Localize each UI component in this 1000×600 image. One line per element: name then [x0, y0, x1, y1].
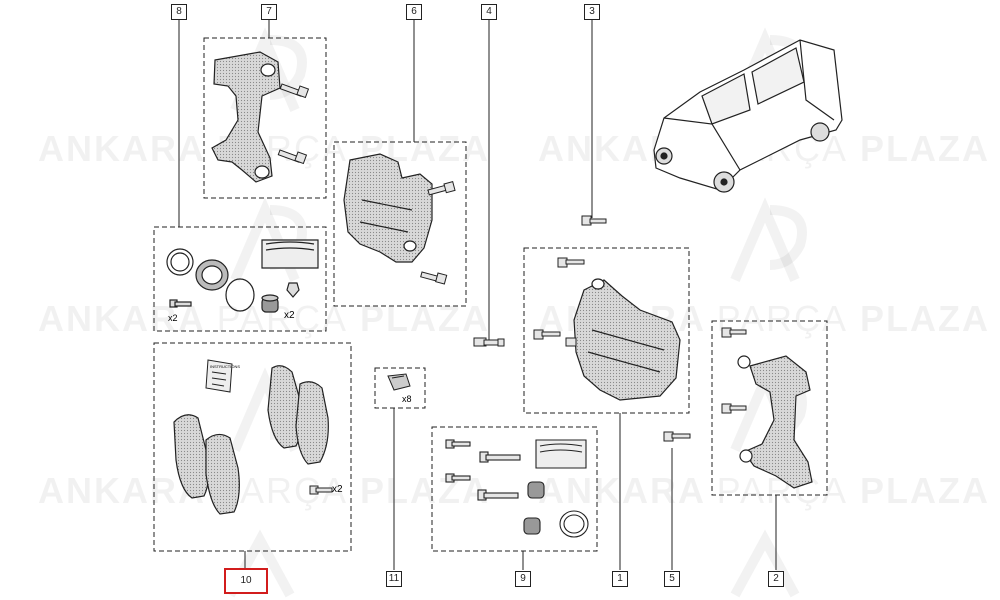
bolt-2b — [721, 403, 747, 414]
callout-6[interactable]: 6 — [406, 4, 422, 20]
callout-8[interactable]: 8 — [171, 4, 187, 20]
callout-9[interactable]: 9 — [515, 571, 531, 587]
group-box-9 — [431, 426, 598, 552]
brake-pad-b — [295, 381, 329, 465]
booklet-label: INSTRUCTIONS — [210, 364, 240, 369]
guide-pin-kit-9 — [445, 439, 589, 538]
qty-seal-bolts: x2 — [168, 313, 178, 323]
seal-kit-8 — [166, 239, 319, 313]
bolt-2a — [721, 327, 747, 338]
callout-10[interactable]: 10 — [224, 568, 268, 594]
bolt-5 — [663, 431, 691, 442]
clip-11 — [387, 373, 411, 391]
qty-seal-bushings: x2 — [284, 310, 295, 321]
booklet — [205, 359, 233, 393]
caliper-assembly-1 — [573, 278, 681, 401]
callout-7[interactable]: 7 — [261, 4, 277, 20]
callout-5[interactable]: 5 — [664, 571, 680, 587]
brake-pad-d — [205, 433, 240, 515]
pad-bolt — [309, 485, 333, 495]
van-illustration — [653, 39, 843, 193]
bolt-3 — [581, 215, 607, 226]
callout-1[interactable]: 1 — [612, 571, 628, 587]
brake-pad-c — [173, 414, 210, 499]
group-box-6 — [333, 141, 467, 307]
group-box-1 — [523, 247, 690, 414]
bolt-6a — [427, 181, 456, 196]
group-box-7 — [203, 37, 327, 199]
bolt-7a — [279, 83, 310, 99]
caliper-housing-6 — [343, 153, 433, 263]
callout-4[interactable]: 4 — [481, 4, 497, 20]
caliper-bracket-7 — [211, 51, 281, 183]
bleed-screw-4 — [473, 337, 505, 347]
callout-2[interactable]: 2 — [768, 571, 784, 587]
group-box-8 — [153, 226, 327, 332]
bolt-6b — [420, 271, 448, 285]
bolt-1b — [533, 329, 561, 340]
caliper-bracket-2 — [737, 355, 813, 489]
group-box-11 — [374, 367, 426, 409]
bolt-1c — [565, 337, 577, 347]
callout-3[interactable]: 3 — [584, 4, 600, 20]
qty-clips: x8 — [402, 394, 412, 404]
group-box-10 — [153, 342, 352, 552]
bolt-1a — [557, 257, 585, 268]
qty-pad-bolts: x2 — [332, 484, 343, 495]
callout-11[interactable]: 11 — [386, 571, 402, 587]
group-box-2 — [711, 320, 828, 496]
bolt-7b — [277, 149, 308, 165]
